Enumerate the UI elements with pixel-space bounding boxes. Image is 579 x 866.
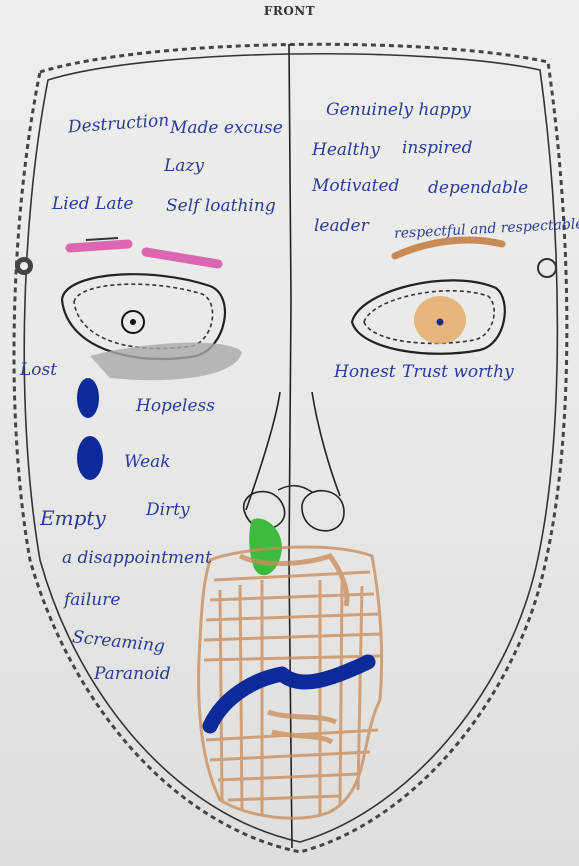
right-eyebrow bbox=[395, 240, 502, 256]
word-motivated: Motivated bbox=[312, 178, 399, 195]
word-weak: Weak bbox=[124, 454, 171, 471]
word-leader: leader bbox=[314, 218, 369, 235]
word-disappointment: a disappointment bbox=[62, 550, 212, 567]
word-made-excuse: Made excuse bbox=[170, 120, 283, 137]
tear-blob-2 bbox=[77, 436, 103, 480]
word-dirty: Dirty bbox=[146, 502, 190, 519]
tear-blob-1 bbox=[77, 378, 99, 418]
word-inspired: inspired bbox=[402, 140, 473, 157]
center-line bbox=[289, 44, 292, 848]
word-empty: Empty bbox=[40, 508, 106, 528]
right-dot-icon bbox=[538, 259, 556, 277]
word-trustworthy: Trust worthy bbox=[402, 364, 514, 381]
word-lied-late: Lied Late bbox=[52, 196, 133, 213]
word-healthy: Healthy bbox=[312, 142, 380, 159]
word-paranoid: Paranoid bbox=[94, 666, 171, 683]
word-self-loathing: Self loathing bbox=[166, 198, 276, 215]
word-honest: Honest bbox=[334, 364, 396, 381]
word-dependable: dependable bbox=[428, 180, 528, 197]
word-failure: failure bbox=[64, 592, 120, 609]
left-eye-shadow bbox=[90, 343, 242, 381]
word-genuinely-happy: Genuinely happy bbox=[326, 102, 471, 119]
left-eyebrow bbox=[70, 244, 128, 248]
word-lazy: Lazy bbox=[164, 158, 204, 175]
word-lost: Lost bbox=[20, 362, 57, 379]
word-hopeless: Hopeless bbox=[136, 398, 215, 415]
